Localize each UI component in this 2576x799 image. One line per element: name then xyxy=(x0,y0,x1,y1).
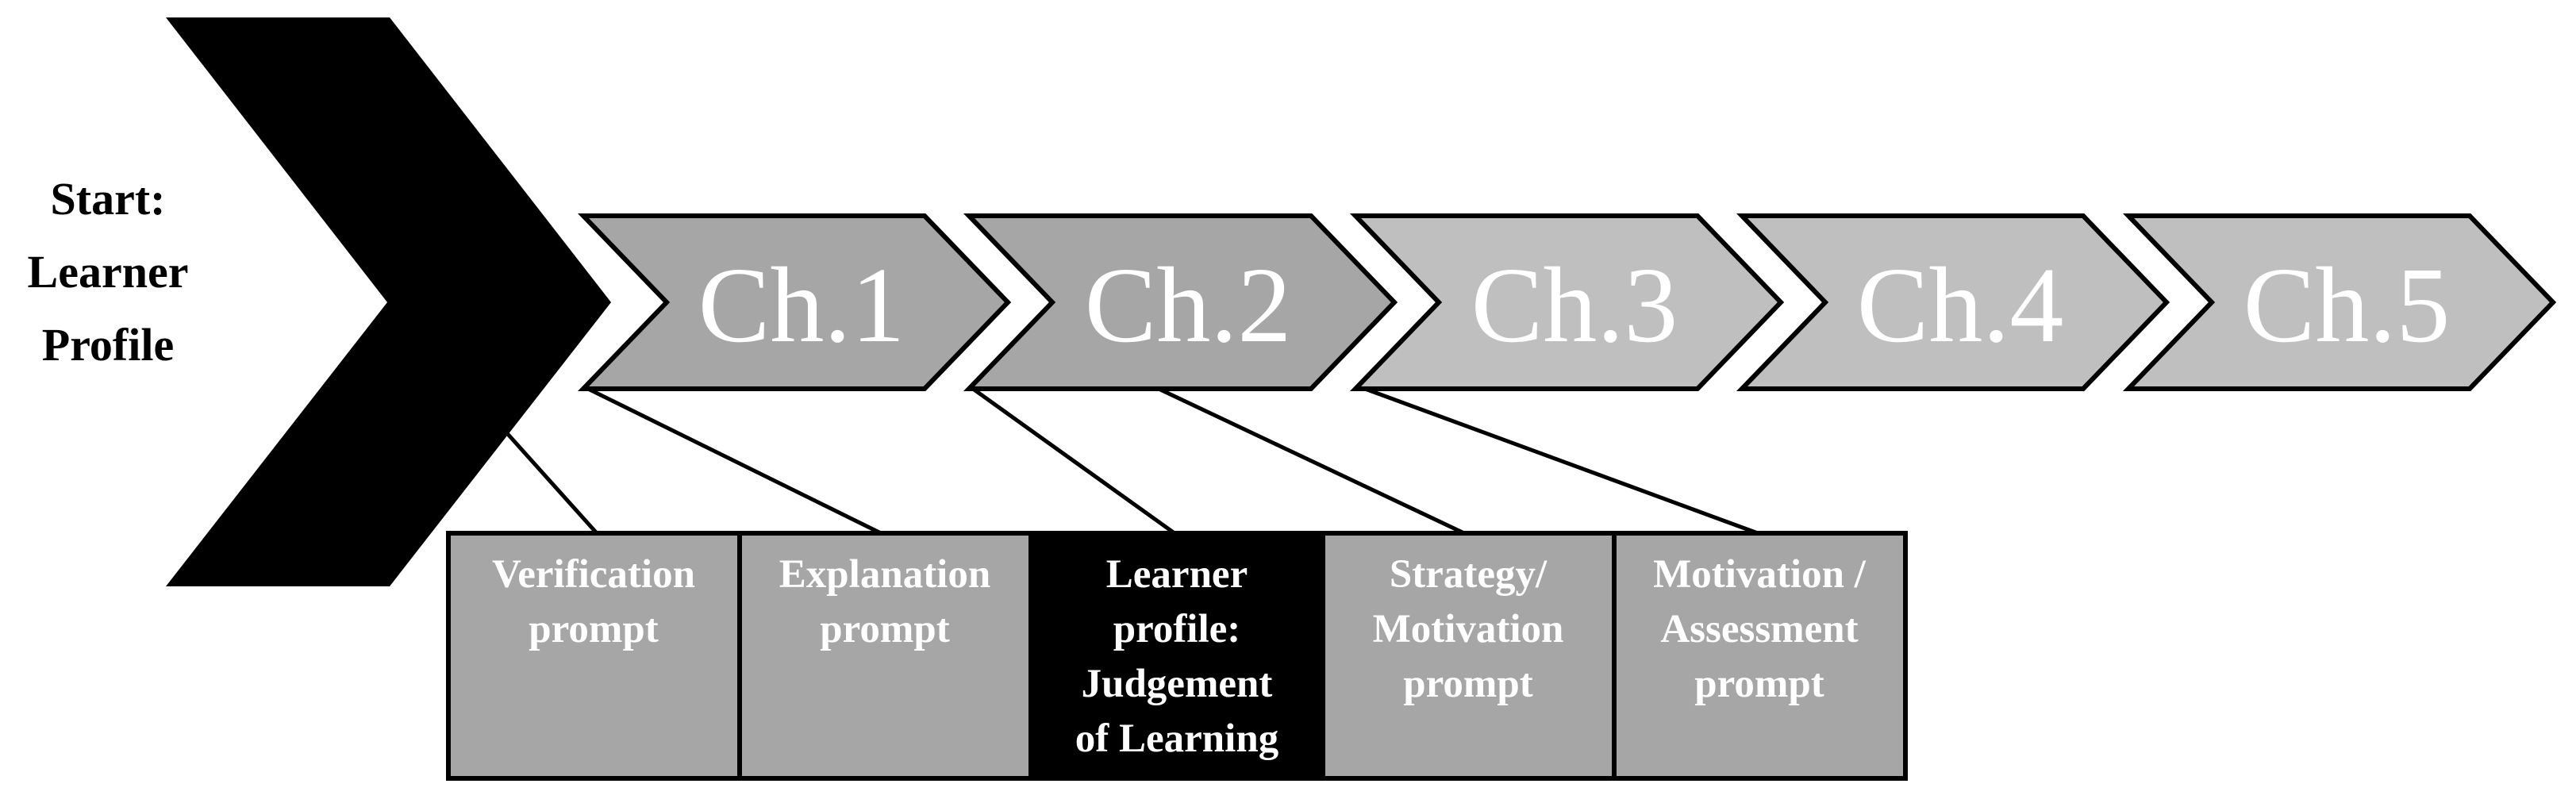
chapter-chevron-3 xyxy=(1349,213,1785,391)
chapter-label-5: Ch.5 xyxy=(2243,246,2451,365)
connector-line-explanation xyxy=(586,386,882,536)
prompt-verification-line-2: prompt xyxy=(529,607,658,651)
prompt-motivation-line-2: Assessment xyxy=(1660,607,1858,651)
prompt-strategy-line-2: Motivation xyxy=(1373,607,1564,651)
prompt-box-explanation xyxy=(737,531,1033,781)
prompt-explanation-line-2: prompt xyxy=(820,607,949,651)
prompt-learner-profile-line-1: Learner xyxy=(1106,552,1248,597)
prompt-box-motivation xyxy=(1612,531,1908,781)
start-label-line-1: Start: xyxy=(51,173,166,225)
prompt-verification-line-1: Verification xyxy=(492,552,695,597)
prompt-learner-profile-line-3: Judgement xyxy=(1082,662,1273,706)
prompt-box-verification xyxy=(446,531,742,781)
connector-line-motivation xyxy=(1364,386,1759,536)
connector-line-verification xyxy=(505,431,598,535)
prompt-motivation-line-3: prompt xyxy=(1694,662,1824,706)
start-label: Start: Learner Profile xyxy=(28,173,189,371)
chapter-chevron-1 xyxy=(577,213,1012,391)
chapter-label-1: Ch.1 xyxy=(698,246,905,365)
prompt-box-learner-profile xyxy=(1028,531,1325,781)
chapter-chevron-2 xyxy=(963,213,1398,391)
prompt-learner-profile-line-2: profile: xyxy=(1113,607,1241,651)
chapter-chevron-4 xyxy=(1736,213,2170,391)
connector-line-strategy xyxy=(1157,386,1466,536)
prompt-explanation-line-1: Explanation xyxy=(779,552,990,597)
prompt-row: Verification prompt Explanation prompt L… xyxy=(446,531,1908,781)
prompt-strategy-line-1: Strategy/ xyxy=(1390,552,1548,597)
prompt-motivation-line-1: Motivation / xyxy=(1653,552,1867,597)
connector-line-learner-profile xyxy=(971,386,1176,536)
chapter-label-3: Ch.3 xyxy=(1471,246,1678,365)
chapter-row: Ch.1 Ch.2 Ch.3 Ch.4 Ch.5 xyxy=(577,213,2557,391)
prompt-learner-profile-line-4: of Learning xyxy=(1075,716,1278,761)
start-chevron xyxy=(166,17,611,586)
chapter-label-2: Ch.2 xyxy=(1085,246,1292,365)
chapter-label-4: Ch.4 xyxy=(1857,246,2064,365)
chapter-chevron-5 xyxy=(2122,213,2557,391)
connector-lines xyxy=(505,386,1759,536)
prompt-strategy-line-3: prompt xyxy=(1403,662,1532,706)
start-label-line-2: Learner xyxy=(28,246,189,298)
start-label-line-3: Profile xyxy=(42,319,174,371)
prompt-box-strategy xyxy=(1321,531,1617,781)
